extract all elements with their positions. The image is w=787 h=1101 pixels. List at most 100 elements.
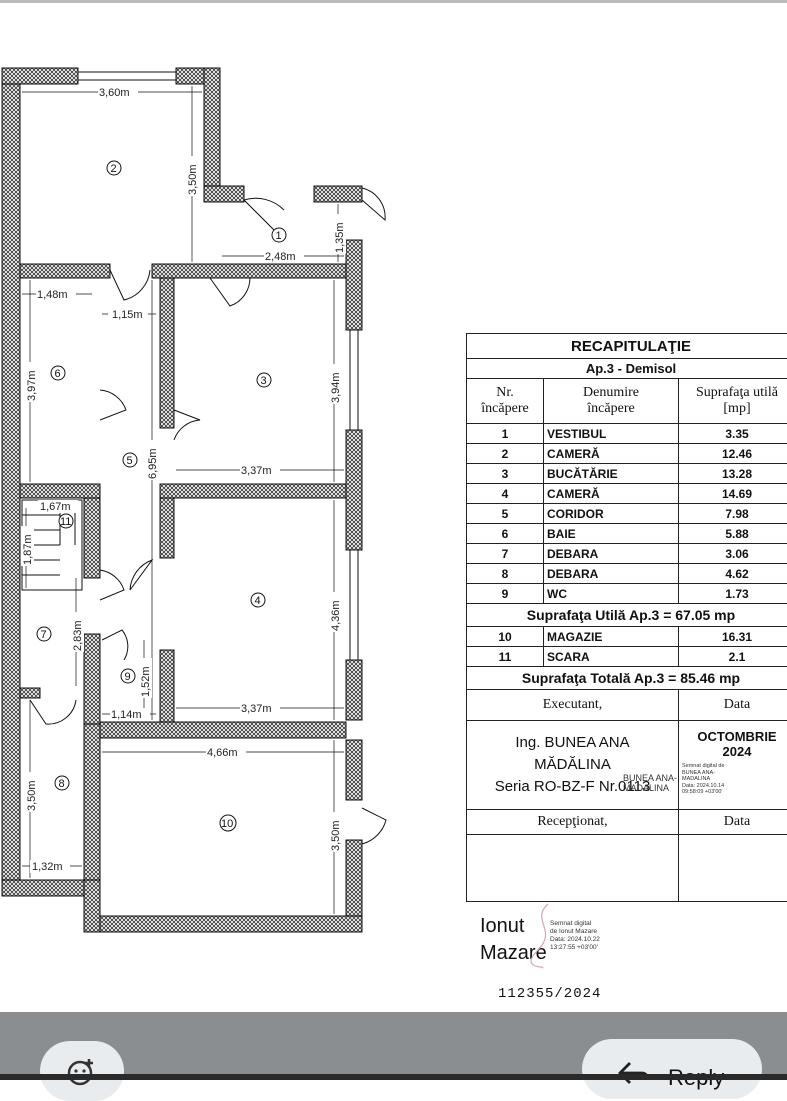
cell-nr: 10 <box>467 627 544 647</box>
header-name: Denumire încăpere <box>544 379 679 424</box>
cell-nr: 4 <box>467 484 544 504</box>
dim-label: 3,50m <box>330 820 342 851</box>
cell-name: DEBARA <box>544 544 679 564</box>
dim-label: 1,14m <box>111 709 142 721</box>
room-number: 1 <box>276 230 282 242</box>
executant-label: Executant, <box>467 690 679 721</box>
room-number: 9 <box>125 671 131 683</box>
floor-plan: 3,60m 3,50m 1,35m 2,48m 1,48m 1,15m 3,97… <box>0 0 470 1000</box>
cell-nr: 1 <box>467 424 544 444</box>
room-number: 10 <box>221 818 233 830</box>
add-reaction-button[interactable] <box>40 1041 124 1101</box>
dim-label: 3,94m <box>330 372 342 403</box>
room-number: 2 <box>111 163 117 175</box>
digital-signature-note: Semnat digital de BUNEA ANA- MADALINA Da… <box>682 763 787 796</box>
cell-name: SCARA <box>544 647 679 667</box>
dim-label: 4,36m <box>330 600 342 631</box>
dim-label: 1,15m <box>112 309 143 321</box>
cell-nr: 7 <box>467 544 544 564</box>
recap-subtitle: Ap.3 - Demisol <box>467 359 787 379</box>
cell-name: BAIE <box>544 524 679 544</box>
dim-label: 3,50m <box>26 780 38 811</box>
room-number: 11 <box>60 516 71 528</box>
dim-label: 1,35m <box>334 222 346 253</box>
cell-name: BUCĂTĂRIE <box>544 464 679 484</box>
header-nr: Nr. încăpere <box>467 379 544 424</box>
dim-label: 1,87m <box>22 534 34 565</box>
cell-name: MAGAZIE <box>544 627 679 647</box>
cell-area: 4.62 <box>679 564 787 584</box>
cell-nr: 2 <box>467 444 544 464</box>
dim-label: 3,37m <box>241 465 272 477</box>
dim-label: 3,60m <box>99 87 130 99</box>
cell-nr: 6 <box>467 524 544 544</box>
cell-name: CORIDOR <box>544 504 679 524</box>
toolbar-edge <box>0 1074 787 1080</box>
room-number: 8 <box>59 778 65 790</box>
cell-area: 12.46 <box>679 444 787 464</box>
engineer-signature: BUNEA ANA- MADALINA <box>623 773 677 793</box>
cell-area: 13.28 <box>679 464 787 484</box>
data-label: Data <box>679 690 787 721</box>
data-label-2: Data <box>679 810 787 835</box>
dim-label: 4,66m <box>207 747 238 759</box>
room-number: 6 <box>55 368 61 380</box>
header-area: Suprafaţa utilă [mp] <box>679 379 787 424</box>
cell-area: 16.31 <box>679 627 787 647</box>
cell-name: VESTIBUL <box>544 424 679 444</box>
room-number: 5 <box>127 455 133 467</box>
date-value: OCTOMBRIE 2024 <box>682 729 787 759</box>
cell-area: 3.06 <box>679 544 787 564</box>
cell-name: DEBARA <box>544 564 679 584</box>
received-date-cell <box>679 835 787 902</box>
recap-title: RECAPITULAŢIE <box>467 334 787 359</box>
dim-label: 6,95m <box>147 448 159 479</box>
cell-nr: 8 <box>467 564 544 584</box>
received-label: Recepţionat, <box>467 810 679 835</box>
cell-area: 2.1 <box>679 647 787 667</box>
dim-label: 2,48m <box>265 251 296 263</box>
dimension-labels: 3,60m 3,50m 1,35m 2,48m 1,48m 1,15m 3,97… <box>21 86 346 873</box>
engineer-name: Ing. BUNEA ANA MĂDĂLINA <box>470 732 675 776</box>
dim-label: 2,83m <box>72 620 84 651</box>
room-number: 7 <box>41 629 47 641</box>
room-number: 3 <box>261 375 267 387</box>
dim-label: 1,32m <box>32 861 63 873</box>
reply-button[interactable]: Reply <box>582 1039 762 1099</box>
room-number: 4 <box>255 595 261 607</box>
dim-label: 3,50m <box>187 164 199 195</box>
date-cell: OCTOMBRIE 2024 Semnat digital de BUNEA A… <box>679 721 787 810</box>
engineer-cell: Ing. BUNEA ANA MĂDĂLINA Seria RO-BZ-F Nr… <box>467 721 679 810</box>
received-cell <box>467 835 679 902</box>
grand-total: Suprafaţa Totală Ap.3 = 85.46 mp <box>467 667 787 690</box>
cell-name: CAMERĂ <box>544 484 679 504</box>
cell-area: 14.69 <box>679 484 787 504</box>
add-emoji-icon <box>64 1055 100 1091</box>
cell-area: 7.98 <box>679 504 787 524</box>
dim-label: 1,52m <box>140 666 152 697</box>
signature-first-name: Ionut <box>480 915 524 938</box>
document-number: 112355/2024 <box>498 986 601 1002</box>
dim-label: 3,97m <box>26 370 38 401</box>
cell-nr: 11 <box>467 647 544 667</box>
dim-label: 1,48m <box>37 289 68 301</box>
cell-name: WC <box>544 584 679 604</box>
cell-nr: 5 <box>467 504 544 524</box>
cell-area: 1.73 <box>679 584 787 604</box>
cell-name: CAMERĂ <box>544 444 679 464</box>
dim-label: 1,67m <box>40 501 71 513</box>
signature-digital-note: Semnat digital de Ionut Mazare Data: 202… <box>550 920 600 952</box>
cell-area: 3.35 <box>679 424 787 444</box>
